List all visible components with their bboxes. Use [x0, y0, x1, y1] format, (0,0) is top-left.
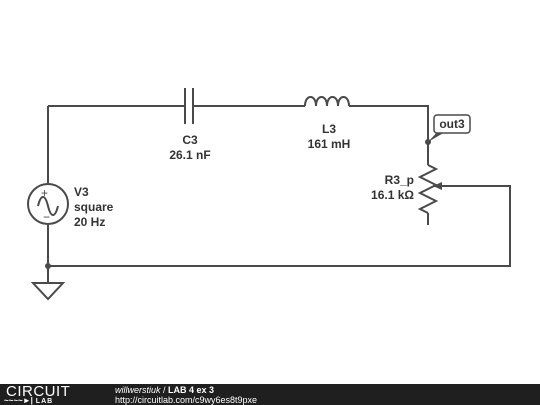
wire-bottom [48, 185, 511, 267]
potentiometer-symbol[interactable] [417, 164, 442, 214]
schematic-canvas: + − out3 C3 26.1 nF L3 161 mH V3 square … [27, 88, 511, 301]
capacitor-symbol[interactable] [184, 88, 194, 124]
inductor-value: 161 mH [308, 137, 351, 151]
circuitlab-logo[interactable]: CIRCUIT [6, 383, 71, 400]
source-type: square [74, 200, 114, 214]
svg-text:−: − [43, 210, 50, 224]
circuitlab-logo-sub: ~~~~►| LAB [4, 396, 53, 405]
circuit-title-link[interactable]: LAB 4 ex 3 [168, 385, 215, 395]
svg-text:+: + [41, 186, 48, 200]
resistor-value: 16.1 kΩ [371, 188, 414, 202]
voltage-source-symbol[interactable]: + − [27, 183, 69, 225]
circuit-url[interactable]: http://circuitlab.com/c9wy6es8t9pxe [115, 395, 258, 405]
capacitor-value: 26.1 nF [169, 148, 210, 162]
inductor-symbol[interactable] [304, 96, 350, 107]
capacitor-name: C3 [182, 133, 198, 147]
ground-symbol [30, 263, 66, 301]
zigzag-icon: ~~~~►| [4, 396, 33, 405]
meta-separator: / [160, 385, 169, 395]
probe-label: out3 [439, 117, 465, 131]
logo-sub-text: LAB [35, 398, 54, 405]
resistor-name: R3_p [385, 173, 414, 187]
source-frequency: 20 Hz [74, 215, 105, 229]
wire-top [48, 105, 429, 142]
footer-bar: CIRCUIT ~~~~►| LAB willwerstiuk / LAB 4 … [0, 383, 540, 405]
inductor-name: L3 [322, 122, 336, 136]
author-link[interactable]: willwerstiuk [115, 385, 161, 395]
probe-out3[interactable]: out3 [425, 114, 471, 145]
circuit-meta: willwerstiuk / LAB 4 ex 3 [115, 385, 214, 395]
source-name: V3 [74, 185, 89, 199]
